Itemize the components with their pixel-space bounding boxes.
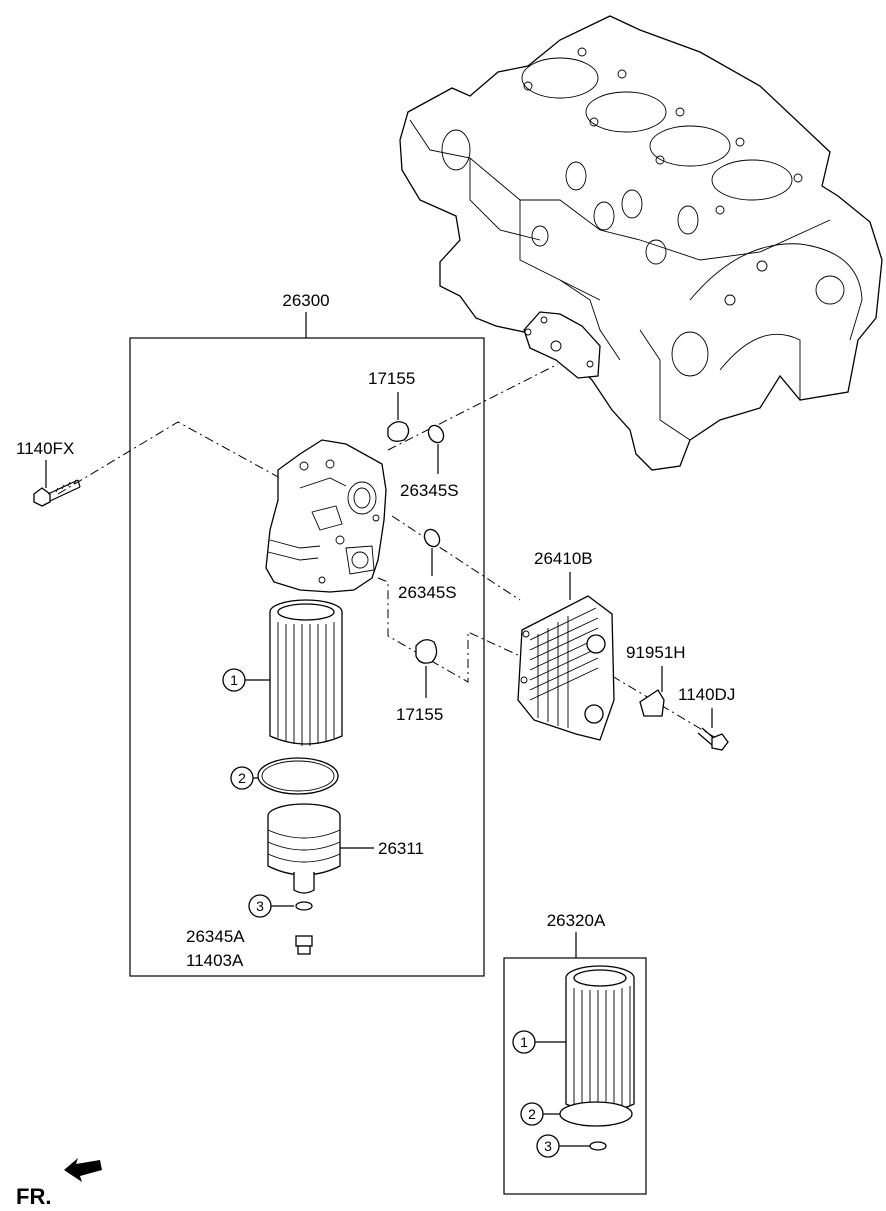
oring-3-kit (589, 1141, 607, 1151)
filter-element-main (269, 599, 343, 746)
callout-1-kit-text: 1 (520, 1034, 528, 1050)
label-91951h: 91951H (626, 643, 686, 662)
filter-cap-26311 (267, 803, 341, 894)
callout-2-main-text: 2 (238, 770, 246, 786)
label-1140dj: 1140DJ (678, 685, 735, 704)
assembly-dash-lines (57, 363, 717, 739)
bracket-91951h (639, 689, 665, 717)
label-26345s-top: 26345S (400, 481, 459, 500)
oil-cooler-26410b (517, 595, 615, 741)
callout-3-main-text: 3 (256, 898, 264, 914)
engine-block-illustration (399, 15, 883, 471)
assembly-26300-frame (129, 337, 485, 977)
oring-3-main (295, 901, 313, 911)
label-26345s-mid: 26345S (398, 583, 457, 602)
callout-3-kit-text: 3 (544, 1138, 552, 1154)
kit-26320a-frame (503, 957, 647, 1195)
label-1140fx: 1140FX (16, 439, 74, 458)
callout-2-kit-text: 2 (528, 1106, 536, 1122)
label-26320a: 26320A (547, 911, 606, 930)
label-17155-top: 17155 (368, 369, 415, 388)
oring-2-kit (559, 1101, 633, 1127)
bolt-1140dj (697, 727, 729, 751)
front-indicator-label: FR. (16, 1184, 51, 1209)
label-26300: 26300 (282, 291, 329, 310)
label-11403a: 11403A (186, 951, 244, 970)
label-26410b: 26410B (534, 549, 593, 568)
callout-1-main-text: 1 (230, 672, 238, 688)
bolt-1140fx (33, 479, 81, 507)
label-17155-bottom: 17155 (396, 705, 443, 724)
drain-plug-26345a (295, 935, 313, 955)
filter-element-kit (565, 965, 635, 1114)
gasket-17155-top (387, 421, 410, 442)
oring-26345s-mid (423, 528, 441, 548)
label-26311: 26311 (378, 839, 424, 858)
gasket-17155-bottom (415, 639, 438, 664)
front-arrow-icon (64, 1158, 102, 1182)
label-26345a: 26345A (186, 927, 245, 946)
oring-26345s-top (427, 424, 445, 444)
oil-filter-housing (265, 439, 387, 593)
oring-2-main (257, 757, 339, 795)
